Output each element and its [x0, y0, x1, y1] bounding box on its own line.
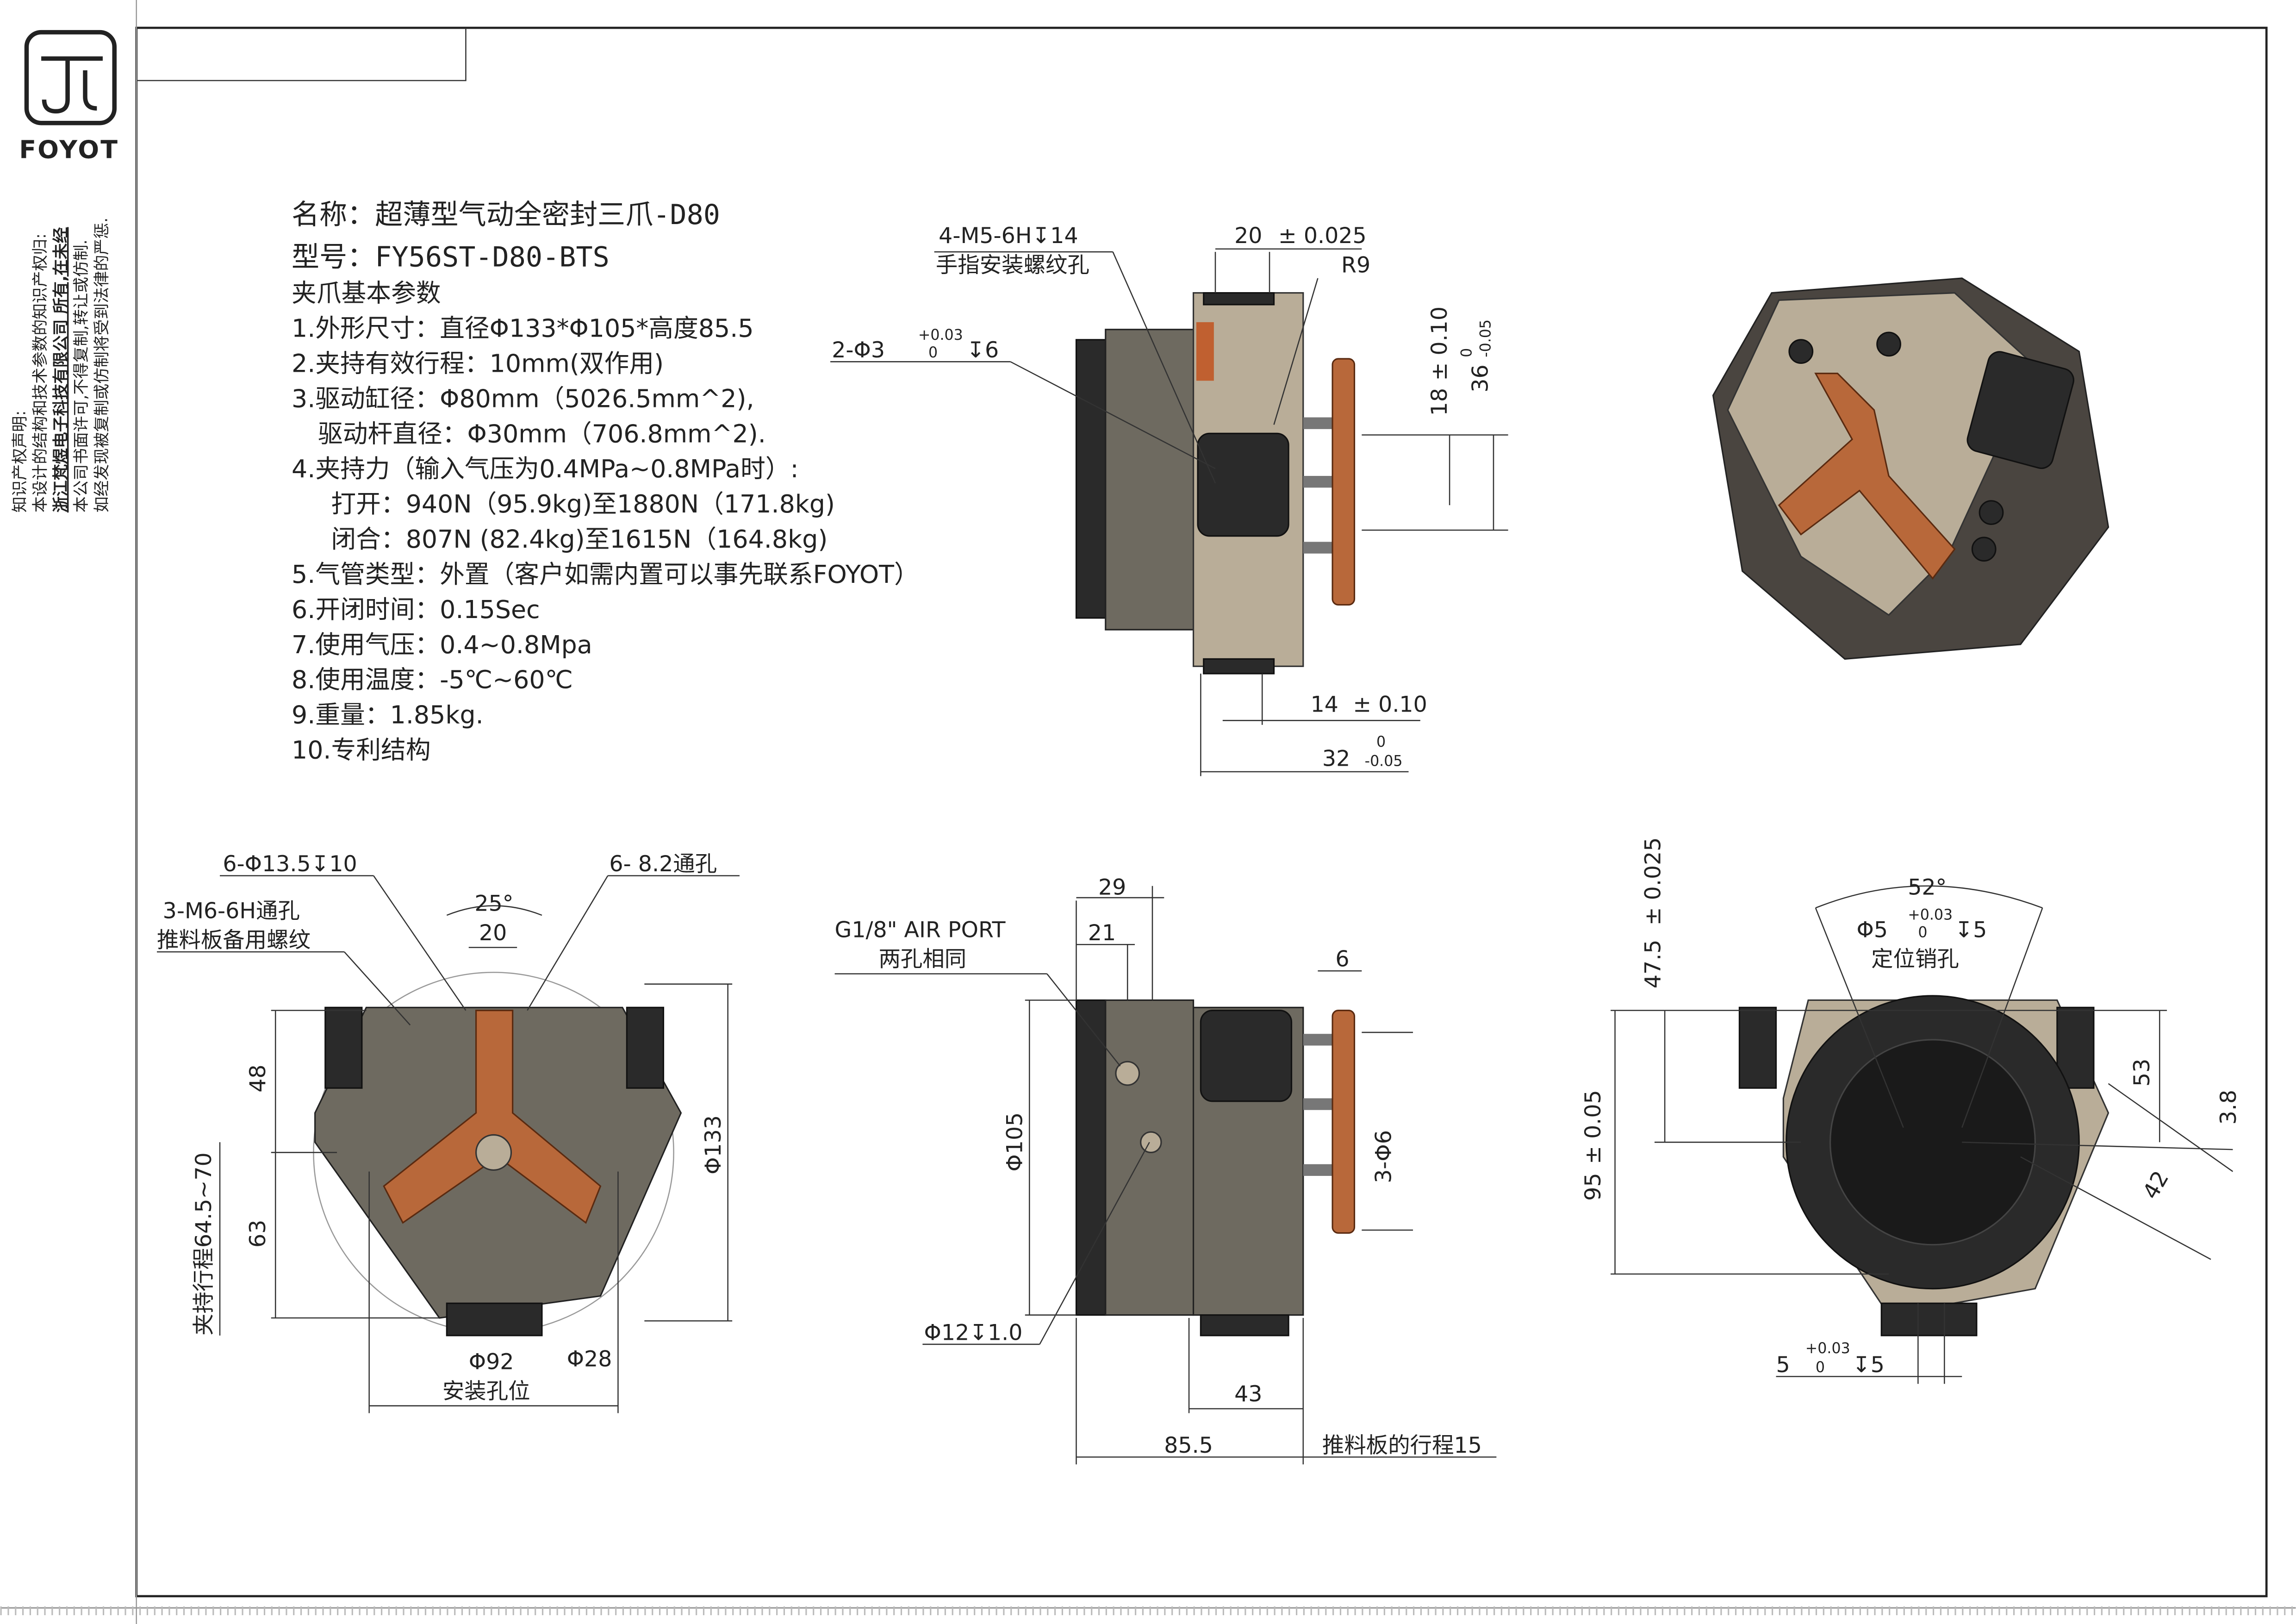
dim-25deg: 25° — [474, 891, 513, 917]
dim-pin-note: 定位销孔 — [1871, 947, 1959, 972]
spec-item: 2.夹持有效行程：10mm(双作用) — [292, 349, 664, 378]
dim-m6-note: 推料板备用螺纹 — [157, 928, 311, 953]
spec-item: 打开：940N（95.9kg)至1880N（171.8kg) — [331, 489, 835, 518]
dim-5-tol-lo: 0 — [1816, 1359, 1825, 1376]
legal-line: 本公司书面许可,不得复制,转让或仿制. — [72, 239, 91, 512]
dim-20: 20 — [479, 920, 507, 946]
dim-thread-note: 手指安装螺纹孔 — [936, 252, 1089, 278]
legal-line: 如经发现被复制或仿制将受到法律的严惩. — [93, 218, 111, 512]
spec-item: 9.重量：1.85kg. — [292, 700, 484, 730]
spec-item: 8.使用温度：-5℃~60℃ — [292, 665, 573, 694]
dim-5-depth: ↧5 — [1852, 1352, 1885, 1378]
dim-47-5: 47.5 — [1641, 940, 1666, 989]
dim-r9: R9 — [1341, 252, 1370, 278]
dim-12: Φ12↧1.0 — [924, 1320, 1023, 1345]
dim-47-5-tol: ± 0.025 — [1641, 837, 1666, 926]
dim-29: 29 — [1098, 875, 1126, 900]
bottom-side-view: G1/8" AIR PORT 两孔相同 29 21 6 Φ105 3-Φ6 Φ1… — [835, 875, 1497, 1465]
dim-32-tol-lo: -0.05 — [1365, 753, 1403, 769]
dim-92-note: 安装孔位 — [442, 1379, 530, 1404]
dim-air-port-note: 两孔相同 — [878, 947, 966, 972]
dim-air-port: G1/8" AIR PORT — [835, 917, 1006, 943]
title-block-corner — [136, 28, 467, 81]
spec-item: 3.驱动缸径：Φ80mm（5026.5mm^2), — [292, 384, 754, 413]
front-view: 6-Φ13.5↧10 6- 8.2通孔 3-M6-6H通孔 推料板备用螺纹 25… — [157, 851, 740, 1413]
dim-3-8: 3.8 — [2216, 1090, 2241, 1124]
spec-item: 10.专利结构 — [292, 736, 431, 765]
dim-95-tol: ± 0.05 — [1580, 1090, 1606, 1164]
top-side-view: 4-M5-6H↧14 手指安装螺纹孔 20 ± 0.025 R9 2-Φ3 +0… — [830, 223, 1508, 776]
dim-36-tol-lo: -0.05 — [1478, 319, 1494, 357]
dim-36-tol-up: 0 — [1459, 348, 1475, 357]
spec-item: 闭合：807N (82.4kg)至1615N（164.8kg) — [331, 525, 828, 554]
dim-28: Φ28 — [567, 1346, 612, 1372]
spec-item: 1.外形尺寸：直径Φ133*Φ105*高度85.5 — [292, 314, 754, 343]
dim-pin-depth: ↧6 — [966, 337, 999, 363]
dim-18-tol: ± 0.10 — [1427, 306, 1452, 381]
dim-pin-depth: ↧5 — [1954, 917, 1987, 943]
iso-3d-view — [1712, 277, 2109, 660]
dim-holes: 6-Φ13.5↧10 — [223, 851, 357, 877]
product-name: 名称：超薄型气动全密封三爪-D80 — [292, 199, 720, 231]
dim-18: 18 — [1427, 388, 1452, 416]
dim-14-tol: ± 0.10 — [1353, 692, 1427, 717]
dim-thread: 4-M5-6H↧14 — [939, 223, 1078, 249]
legal-line: 知识产权声明: — [11, 411, 29, 512]
dim-m6: 3-M6-6H通孔 — [163, 898, 300, 924]
dim-thru: 6- 8.2通孔 — [609, 851, 717, 877]
dim-43: 43 — [1234, 1381, 1262, 1407]
spec-heading: 夹爪基本参数 — [292, 279, 441, 308]
dim-53: 53 — [2129, 1059, 2155, 1087]
dim-92: Φ92 — [469, 1349, 514, 1375]
dim-48: 48 — [245, 1064, 271, 1092]
dim-95: 95 — [1580, 1173, 1606, 1200]
dim-32-tol-up: 0 — [1376, 734, 1386, 750]
ip-statement: 知识产权声明: 本设计的结构和技术参数的知识产权归: 浙江梵煜电子科技有限公司 … — [11, 218, 111, 512]
dim-85-5: 85.5 — [1164, 1433, 1213, 1458]
dim-pin-tol-up: +0.03 — [1908, 906, 1953, 923]
dim-stroke: 夹持行程64.5~70 — [191, 1152, 217, 1335]
spec-item: 5.气管类型：外置（客户如需内置可以事先联系FOYOT） — [292, 560, 919, 589]
dim-6: 6 — [1335, 947, 1349, 972]
dim-pin-tol-up: +0.03 — [918, 327, 963, 344]
dim-133: Φ133 — [701, 1115, 726, 1174]
dim-pin: 2-Φ3 — [832, 337, 885, 363]
dim-3x6: 3-Φ6 — [1371, 1130, 1397, 1183]
dim-105: Φ105 — [1002, 1112, 1027, 1172]
dim-36: 36 — [1468, 364, 1493, 392]
spec-item: 驱动杆直径：Φ30mm（706.8mm^2). — [318, 419, 766, 448]
product-model: 型号：FY56ST-D80-BTS — [292, 241, 610, 274]
dim-52deg: 52° — [1908, 875, 1947, 900]
dim-5: 5 — [1776, 1352, 1790, 1378]
spec-item: 7.使用气压：0.4~0.8Mpa — [292, 630, 592, 659]
dim-push-stroke: 推料板的行程15 — [1322, 1433, 1482, 1458]
dim-20: 20 — [1234, 223, 1262, 249]
spec-item: 4.夹持力（输入气压为0.4MPa~0.8MPa时）: — [292, 454, 799, 483]
dim-21: 21 — [1088, 920, 1116, 946]
legal-line: 本设计的结构和技术参数的知识产权归: — [31, 233, 50, 512]
dim-pin-tol-lo: 0 — [928, 344, 938, 361]
spec-item: 6.开闭时间：0.15Sec — [292, 595, 540, 624]
dim-5-tol-up: +0.03 — [1805, 1340, 1850, 1357]
logo-text: FOYOT — [19, 135, 119, 164]
legal-line: 浙江梵煜电子科技有限公司 所有,在未经 — [52, 227, 70, 512]
dim-20-tol: ± 0.025 — [1278, 223, 1367, 249]
spec-block: 名称：超薄型气动全密封三爪-D80 型号：FY56ST-D80-BTS 夹爪基本… — [292, 199, 919, 765]
dim-pin-tol-lo: 0 — [1918, 924, 1927, 941]
dim-63: 63 — [245, 1220, 271, 1248]
dim-pin: Φ5 — [1856, 917, 1888, 943]
dim-32: 32 — [1322, 746, 1350, 771]
foyot-logo: FOYOT — [19, 30, 119, 164]
dim-14: 14 — [1311, 692, 1338, 717]
